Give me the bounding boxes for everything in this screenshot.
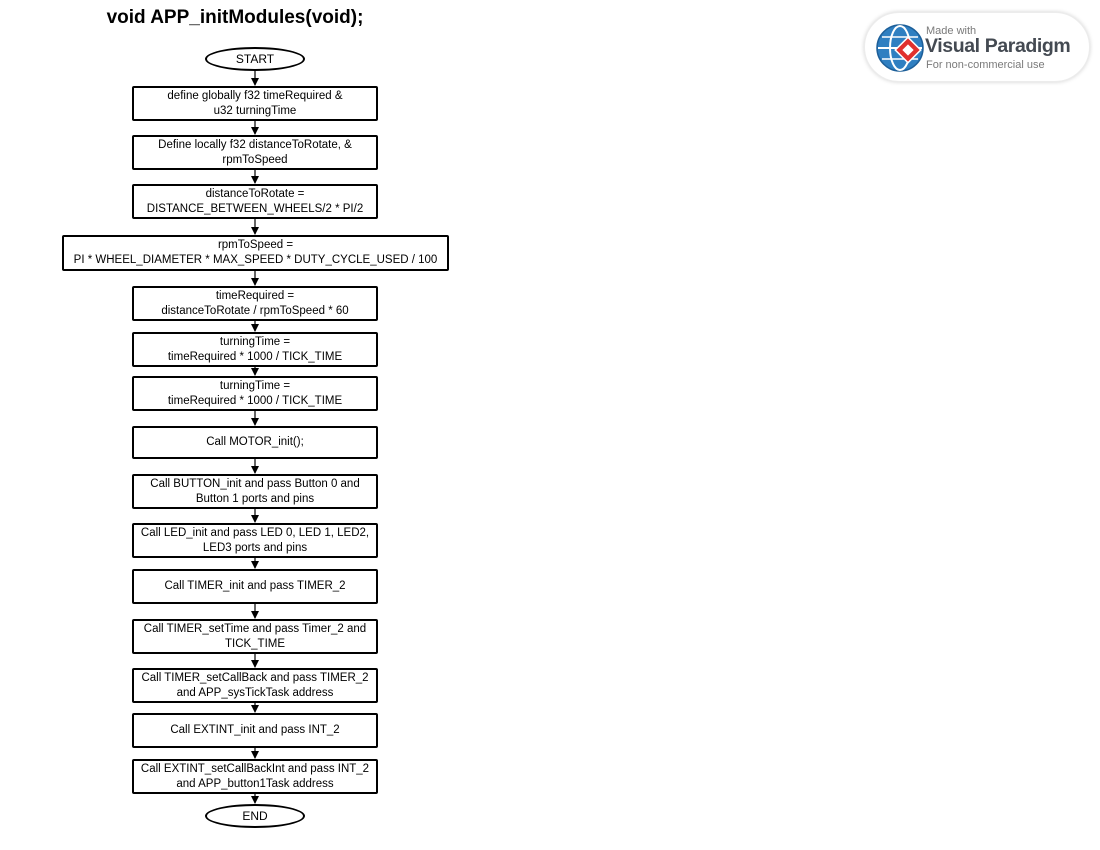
watermark-made-with: Made with xyxy=(926,25,977,37)
flow-step-timer-set-callback: Call TIMER_setCallBack and pass TIMER_2 … xyxy=(132,668,378,703)
end-terminal: END xyxy=(205,804,305,828)
flow-step-timer-init: Call TIMER_init and pass TIMER_2 xyxy=(132,569,378,604)
flow-step-timer-set-time: Call TIMER_setTime and pass Timer_2 and … xyxy=(132,619,378,654)
visual-paradigm-logo-icon xyxy=(876,24,924,72)
flow-step-time-required: timeRequired = distanceToRotate / rpmToS… xyxy=(132,286,378,321)
flow-step-distance-to-rotate: distanceToRotate = DISTANCE_BETWEEN_WHEE… xyxy=(132,184,378,219)
flow-step-extint-init: Call EXTINT_init and pass INT_2 xyxy=(132,713,378,748)
flow-step-define-locals: Define locally f32 distanceToRotate, & r… xyxy=(132,135,378,170)
flow-step-led-init: Call LED_init and pass LED 0, LED 1, LED… xyxy=(132,523,378,558)
flow-step-turning-time: turningTime = timeRequired * 1000 / TICK… xyxy=(132,332,378,367)
diagram-title: void APP_initModules(void); xyxy=(106,7,364,28)
visual-paradigm-watermark: Made with Visual Paradigm For non-commer… xyxy=(864,12,1090,82)
flow-step-define-globals: define globally f32 timeRequired & u32 t… xyxy=(132,86,378,121)
flow-step-motor-init: Call MOTOR_init(); xyxy=(132,426,378,459)
flow-step-turning-time-repeat: turningTime = timeRequired * 1000 / TICK… xyxy=(132,376,378,411)
start-terminal: START xyxy=(205,47,305,71)
flow-step-extint-set-callback: Call EXTINT_setCallBackInt and pass INT_… xyxy=(132,759,378,794)
watermark-usage: For non-commercial use xyxy=(926,59,1045,71)
flow-step-button-init: Call BUTTON_init and pass Button 0 and B… xyxy=(132,474,378,509)
watermark-brand: Visual Paradigm xyxy=(925,35,1071,57)
flow-step-rpm-to-speed: rpmToSpeed = PI * WHEEL_DIAMETER * MAX_S… xyxy=(62,235,449,271)
